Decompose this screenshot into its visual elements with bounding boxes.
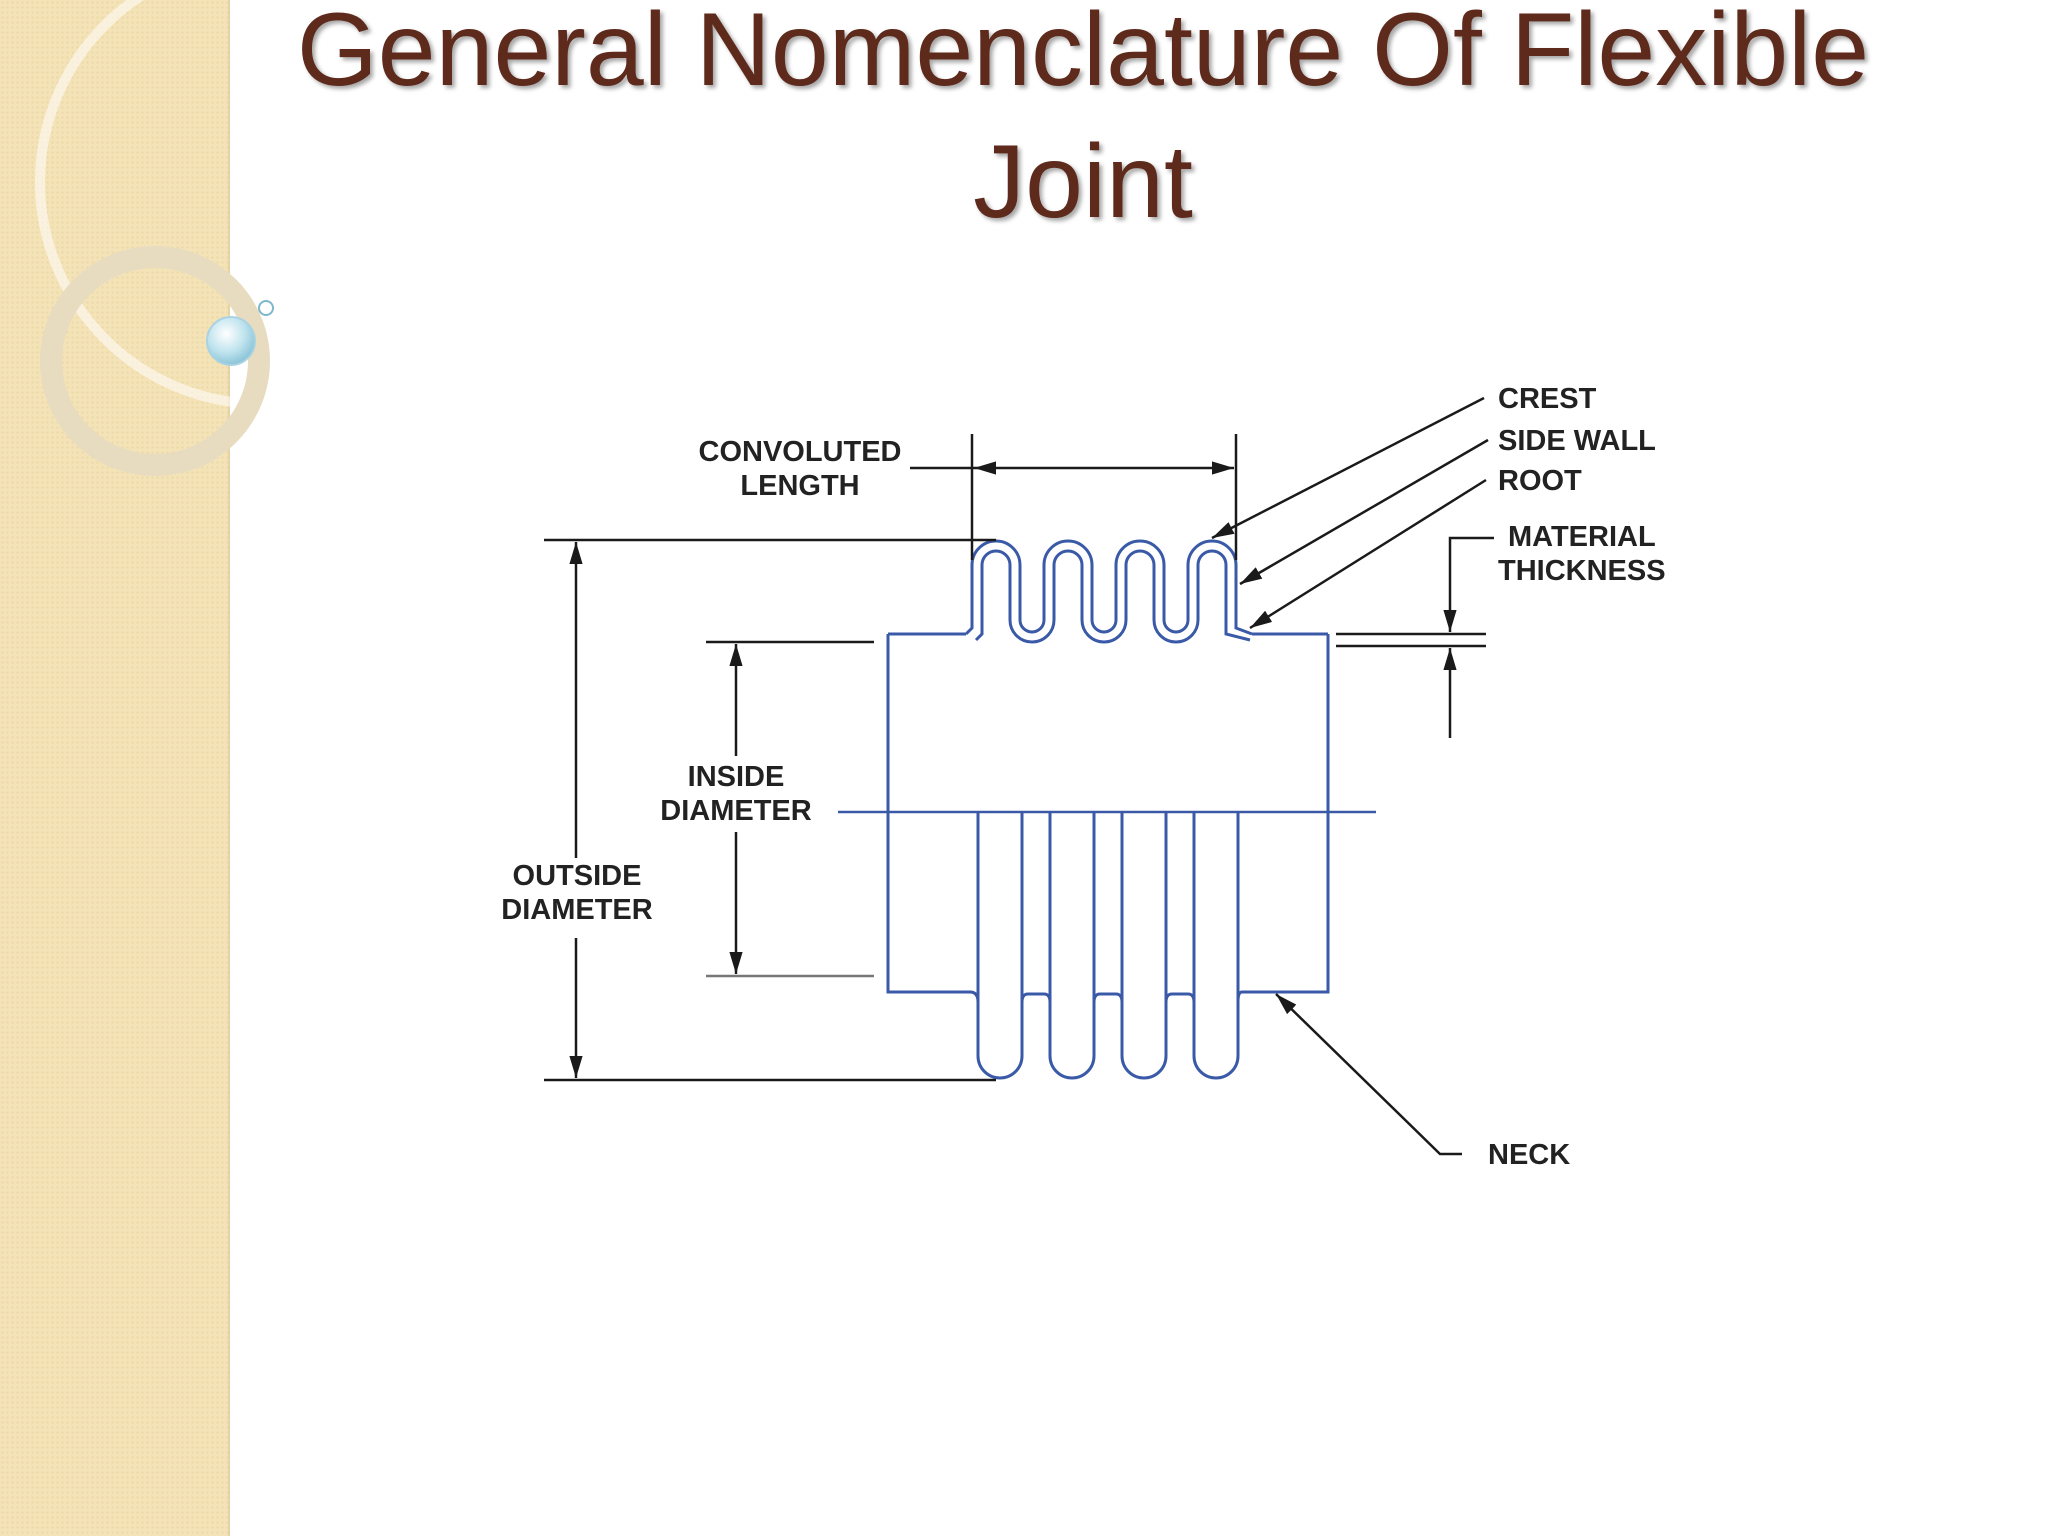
outside-diameter-label-line2: DIAMETER — [501, 894, 653, 926]
material-thickness-label-line2: THICKNESS — [1498, 555, 1666, 587]
root-leader — [1249, 478, 1487, 630]
material-thickness-label-line1: MATERIAL — [1508, 521, 1656, 553]
inside-diameter-label-line2: DIAMETER — [660, 795, 812, 827]
inside-diameter-dimension — [706, 640, 874, 978]
convolutions-bottom — [969, 812, 1243, 1080]
decorative-rings — [35, 0, 320, 476]
crest-leader — [1211, 396, 1485, 540]
neck-leader — [1275, 993, 1462, 1156]
bubble-bullet-icon — [206, 316, 256, 366]
material-thickness-dimension — [1336, 536, 1494, 738]
bellows-body — [886, 632, 1330, 994]
slide-title: General Nomenclature Of Flexible Joint — [296, 0, 1870, 240]
flexible-joint-diagram: CREST SIDE WALL ROOT MATERIAL THICKNESS … — [500, 360, 1700, 1200]
convolutions-top — [964, 539, 1253, 644]
outside-diameter-dimension — [544, 538, 996, 1082]
side-wall-label: SIDE WALL — [1498, 425, 1656, 457]
convoluted-length-label-line2: LENGTH — [740, 470, 859, 502]
medium-ring — [40, 246, 270, 476]
inside-diameter-label-line1: INSIDE — [688, 761, 785, 793]
small-bubble-icon — [258, 300, 274, 316]
crest-label: CREST — [1498, 383, 1597, 415]
convoluted-length-label-line1: CONVOLUTED — [699, 436, 902, 468]
side-wall-leader — [1239, 438, 1489, 586]
outside-diameter-label-line1: OUTSIDE — [513, 860, 642, 892]
large-ring — [35, 0, 320, 409]
neck-label: NECK — [1488, 1139, 1570, 1171]
root-label: ROOT — [1498, 465, 1582, 497]
